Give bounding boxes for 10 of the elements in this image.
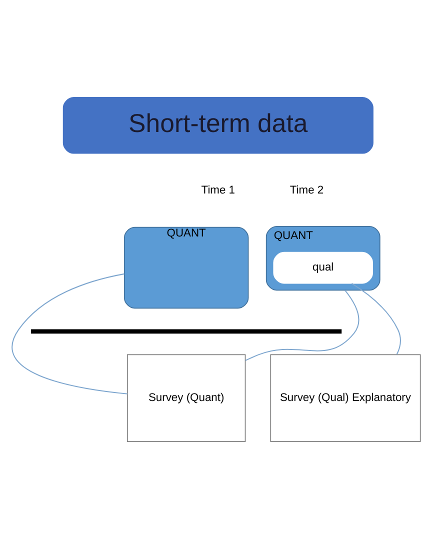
connector: [351, 282, 401, 354]
node-box: qual: [273, 251, 374, 284]
node-box: Survey (Quant): [126, 354, 246, 442]
label: Time 1: [201, 184, 236, 196]
node-box: QUANT: [124, 226, 249, 308]
label: Time 2: [290, 184, 324, 196]
node-box: Survey (Qual) Explanatory: [270, 354, 421, 442]
connector: [12, 272, 128, 394]
connector: [245, 289, 360, 360]
node-box: Short-term data: [62, 96, 374, 154]
